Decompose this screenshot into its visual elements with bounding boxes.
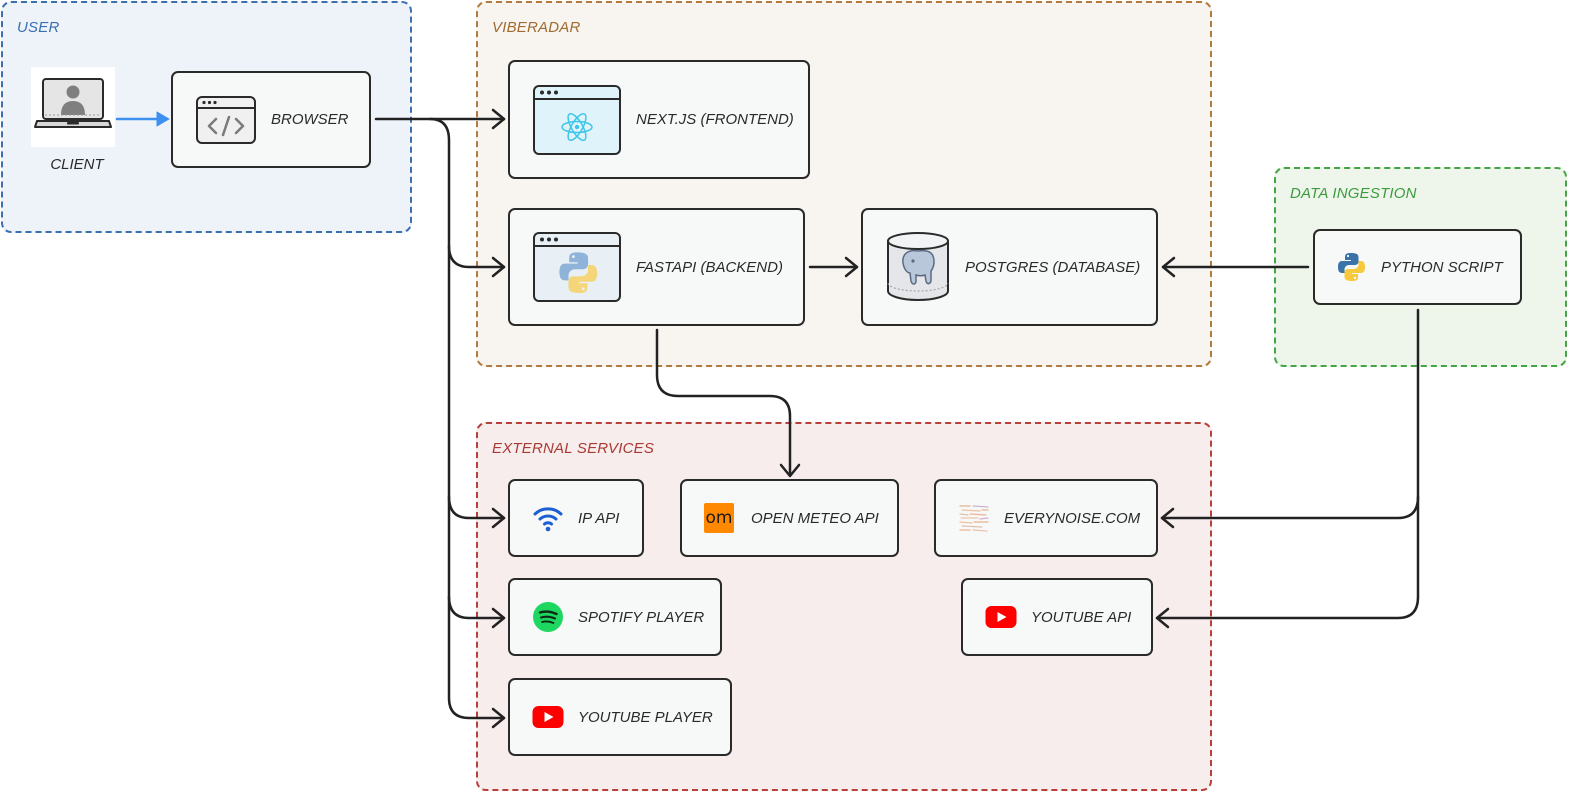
wifi-icon (532, 504, 564, 532)
ip-api-node[interactable]: IP API (508, 479, 644, 557)
ip-api-label: IP API (578, 509, 620, 527)
postgres-database-icon (885, 231, 951, 303)
postgres-node[interactable]: POSTGRES (DATABASE) (861, 208, 1158, 326)
python-window-icon (532, 231, 622, 303)
nextjs-label: NEXT.JS (FRONTEND) (636, 111, 794, 128)
open-meteo-icon: om (704, 503, 734, 533)
open-meteo-icon-text: om (705, 507, 733, 528)
browser-node[interactable]: BROWSER (171, 71, 371, 168)
spotify-player-node[interactable]: SPOTIFY PLAYER (508, 578, 722, 656)
group-label-user: USER (17, 19, 60, 36)
youtube-player-label: YOUTUBE PLAYER (578, 708, 713, 726)
react-window-icon (532, 84, 622, 156)
client-node[interactable] (31, 67, 115, 147)
open-meteo-label: OPEN METEO API (751, 509, 879, 527)
spotify-icon (532, 601, 564, 633)
spotify-player-label: SPOTIFY PLAYER (578, 608, 705, 626)
laptop-user-icon (33, 77, 113, 138)
everynoise-label: EVERYNOISE.COM (1004, 509, 1141, 527)
everynoise-node[interactable]: EVERYNOISE.COM (934, 479, 1158, 557)
youtube-player-node[interactable]: YOUTUBE PLAYER (508, 678, 732, 756)
python-script-node[interactable]: PYTHON SCRIPT (1313, 229, 1522, 305)
group-label-viberadar: VIBERADAR (492, 19, 581, 36)
youtube-icon (985, 605, 1017, 629)
fastapi-label: FASTAPI (BACKEND) (636, 258, 783, 276)
nextjs-node[interactable]: NEXT.JS (FRONTEND) (508, 60, 810, 179)
youtube-api-node[interactable]: YOUTUBE API (961, 578, 1153, 656)
open-meteo-node[interactable]: om OPEN METEO API (680, 479, 899, 557)
youtube-icon (532, 705, 564, 729)
group-label-data-ingestion: DATA INGESTION (1290, 185, 1417, 202)
youtube-api-label: YOUTUBE API (1031, 608, 1132, 626)
client-label: CLIENT (50, 156, 104, 173)
python-icon (1337, 252, 1367, 282)
everynoise-icon (958, 503, 990, 533)
postgres-label: POSTGRES (DATABASE) (965, 258, 1141, 276)
browser-label: BROWSER (271, 111, 349, 128)
python-script-label: PYTHON SCRIPT (1381, 258, 1503, 276)
code-window-icon (195, 95, 257, 145)
group-label-external-services: EXTERNAL SERVICES (492, 440, 655, 457)
fastapi-node[interactable]: FASTAPI (BACKEND) (508, 208, 805, 326)
